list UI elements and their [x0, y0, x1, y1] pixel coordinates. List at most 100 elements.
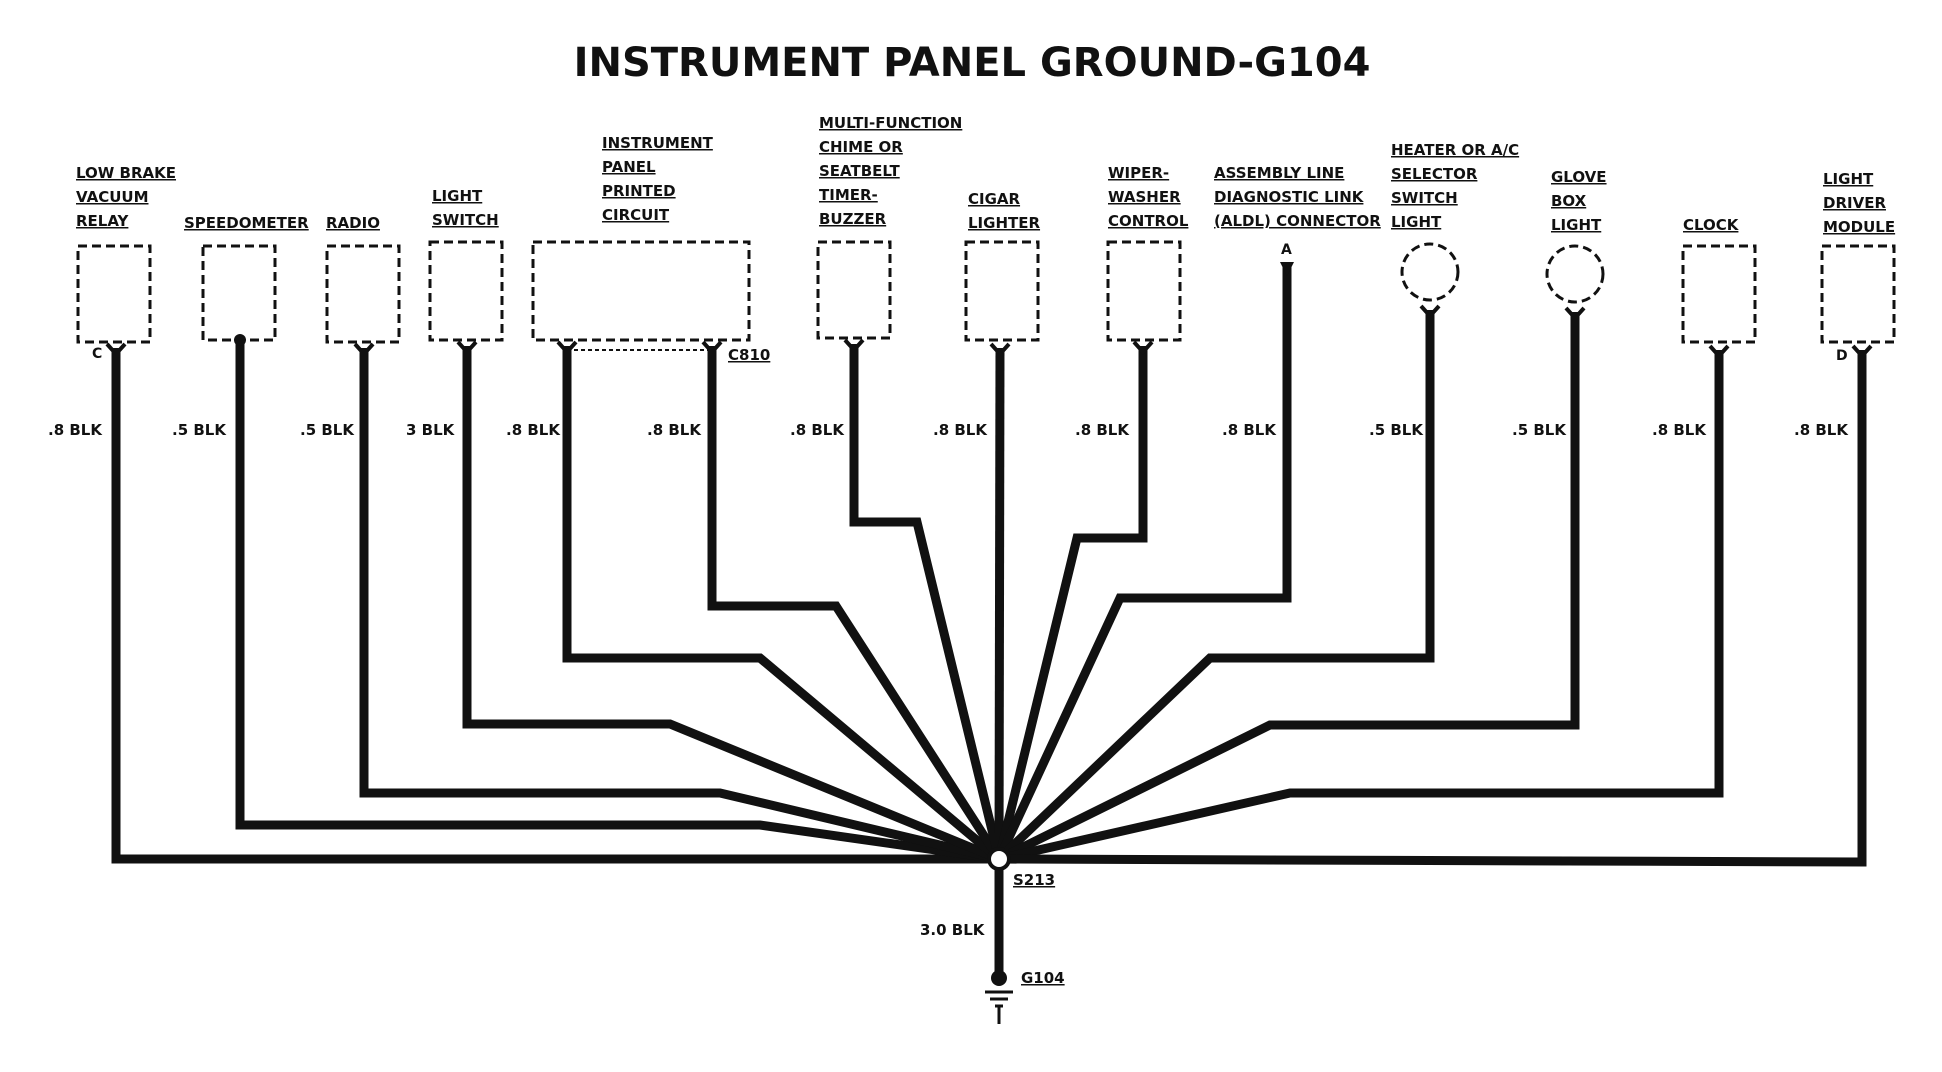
clock-box [1681, 244, 1757, 344]
splice-label: S213 [1013, 871, 1055, 889]
wire-printed-circuit-2 [707, 346, 1003, 862]
component-label-radio: RADIO [326, 214, 380, 232]
component-label-light-switch: LIGHT [432, 187, 483, 205]
light-switch-box [428, 240, 504, 342]
component-label-instrument-panel-printed-circuit: PRINTED [602, 182, 676, 200]
component-label-clock: CLOCK [1683, 216, 1740, 234]
wire-label-heater-selector-switch-light: .5 BLK [1369, 421, 1424, 439]
connector-fork-printed-circuit-1 [556, 340, 578, 355]
component-label-instrument-panel-printed-circuit: INSTRUMENT [602, 134, 714, 152]
speedometer-box [201, 244, 277, 342]
pin-label-light-driver-module: D [1836, 348, 1848, 364]
wire-wiper-washer [994, 346, 1148, 861]
wire-label-aldl-connector: .8 BLK [1222, 421, 1277, 439]
low-brake-vacuum-relay-box [76, 244, 152, 344]
component-label-aldl-connector: ASSEMBLY LINE [1214, 164, 1344, 182]
wire-cigar-lighter [994, 347, 1005, 860]
wire-low-brake-vacuum-relay [111, 348, 999, 864]
wire-label-light-switch: 3 BLK [406, 421, 456, 439]
pin-label-aldl-connector: A [1281, 242, 1292, 258]
multi-function-chime-box [816, 240, 892, 340]
connector-fork-heater [1419, 304, 1441, 319]
connector-fork-printed-circuit-2 [701, 340, 723, 355]
connector-fork-cigar-lighter [989, 342, 1011, 357]
component-label-heater-selector-switch-light: HEATER OR A/C [1391, 141, 1519, 159]
component-label-wiper-washer-control: CONTROL [1108, 212, 1189, 230]
component-label-low-brake-vacuum-relay: VACUUM [76, 188, 149, 206]
ground-g104: 3.0 BLK G104 [920, 921, 1065, 1024]
connector-fork-light-switch [456, 340, 478, 355]
wire-label-low-brake-vacuum-relay: .8 BLK [48, 421, 103, 439]
wire-label-printed-circuit-2: .8 BLK [647, 421, 702, 439]
cigar-lighter-box [964, 240, 1040, 342]
heater-selector-switch-light-bulb [1400, 242, 1460, 302]
component-label-multi-function-chime: SEATBELT [819, 162, 900, 180]
wire-label-clock: .8 BLK [1652, 421, 1707, 439]
component-label-multi-function-chime: MULTI-FUNCTION [819, 114, 962, 132]
wire-clock [998, 350, 1724, 864]
component-label-wiper-washer-control: WASHER [1108, 188, 1181, 206]
wire-label-glove-box-light: .5 BLK [1512, 421, 1567, 439]
connector-fork-chime [843, 338, 865, 353]
connector-fork-low-brake [105, 342, 127, 357]
light-driver-module-box [1820, 244, 1896, 344]
component-label-light-switch: SWITCH [432, 211, 499, 229]
component-label-low-brake-vacuum-relay: LOW BRAKE [76, 164, 176, 182]
component-label-multi-function-chime: CHIME OR [819, 138, 903, 156]
component-label-heater-selector-switch-light: SWITCH [1391, 189, 1458, 207]
component-label-glove-box-light: GLOVE [1551, 168, 1607, 186]
connector-fork-wiper [1132, 340, 1154, 355]
wire-multi-function-chime [849, 344, 1004, 861]
pin-label-low-brake-vacuum-relay: C [92, 346, 102, 362]
radio-box [325, 244, 401, 344]
wire-label-multi-function-chime: .8 BLK [790, 421, 845, 439]
wire-aldl [994, 262, 1292, 861]
wire-label-wiper-washer-control: .8 BLK [1075, 421, 1130, 439]
wire-label-radio: .5 BLK [300, 421, 355, 439]
wire-glove-box-light [997, 312, 1580, 864]
component-label-glove-box-light: BOX [1551, 192, 1587, 210]
wire-heater-selector-light [995, 310, 1435, 863]
wire-radio [359, 348, 1001, 864]
component-label-light-driver-module: MODULE [1823, 218, 1895, 236]
glove-box-light-bulb [1545, 244, 1605, 304]
component-label-cigar-lighter: CIGAR [968, 190, 1021, 208]
wires [105, 262, 1873, 980]
wiper-washer-control-box [1106, 240, 1182, 342]
component-label-multi-function-chime: TIMER- [819, 186, 878, 204]
aldl-pin-arrow [1280, 262, 1294, 276]
main-wire-label: 3.0 BLK [920, 921, 986, 939]
diagram-title: INSTRUMENT PANEL GROUND-G104 [574, 40, 1371, 86]
wire-label-instrument-panel-printed-circuit: .8 BLK [506, 421, 561, 439]
wire-light-driver-module [998, 350, 1867, 867]
connector-label-c810: C810 [728, 346, 770, 364]
wire-label-cigar-lighter: .8 BLK [933, 421, 988, 439]
connector-fork-clock [1708, 344, 1730, 359]
component-label-speedometer: SPEEDOMETER [184, 214, 309, 232]
wire-label-speedometer: .5 BLK [172, 421, 227, 439]
wire-printed-circuit-1 [562, 346, 1002, 863]
wire-label-light-driver-module: .8 BLK [1794, 421, 1849, 439]
component-label-low-brake-vacuum-relay: RELAY [76, 212, 130, 230]
component-label-instrument-panel-printed-circuit: CIRCUIT [602, 206, 670, 224]
component-label-heater-selector-switch-light: SELECTOR [1391, 165, 1478, 183]
component-label-aldl-connector: DIAGNOSTIC LINK [1214, 188, 1365, 206]
wire-light-switch [462, 346, 1001, 864]
connector-fork-radio [353, 342, 375, 357]
ground-label: G104 [1021, 969, 1065, 987]
wire-speedometer [235, 340, 1000, 864]
component-label-light-driver-module: LIGHT [1823, 170, 1874, 188]
component-label-instrument-panel-printed-circuit: PANEL [602, 158, 656, 176]
component-label-cigar-lighter: LIGHTER [968, 214, 1040, 232]
ground-node [991, 970, 1007, 986]
connector-fork-light-driver [1851, 344, 1873, 359]
splice-node [987, 847, 1011, 871]
component-label-light-driver-module: DRIVER [1823, 194, 1886, 212]
splice-s213: S213 [987, 847, 1055, 889]
component-label-multi-function-chime: BUZZER [819, 210, 887, 228]
instrument-panel-printed-circuit-box [531, 240, 751, 342]
connector-fork-glove-box [1564, 306, 1586, 321]
component-label-wiper-washer-control: WIPER- [1108, 164, 1169, 182]
component-label-glove-box-light: LIGHT [1551, 216, 1602, 234]
